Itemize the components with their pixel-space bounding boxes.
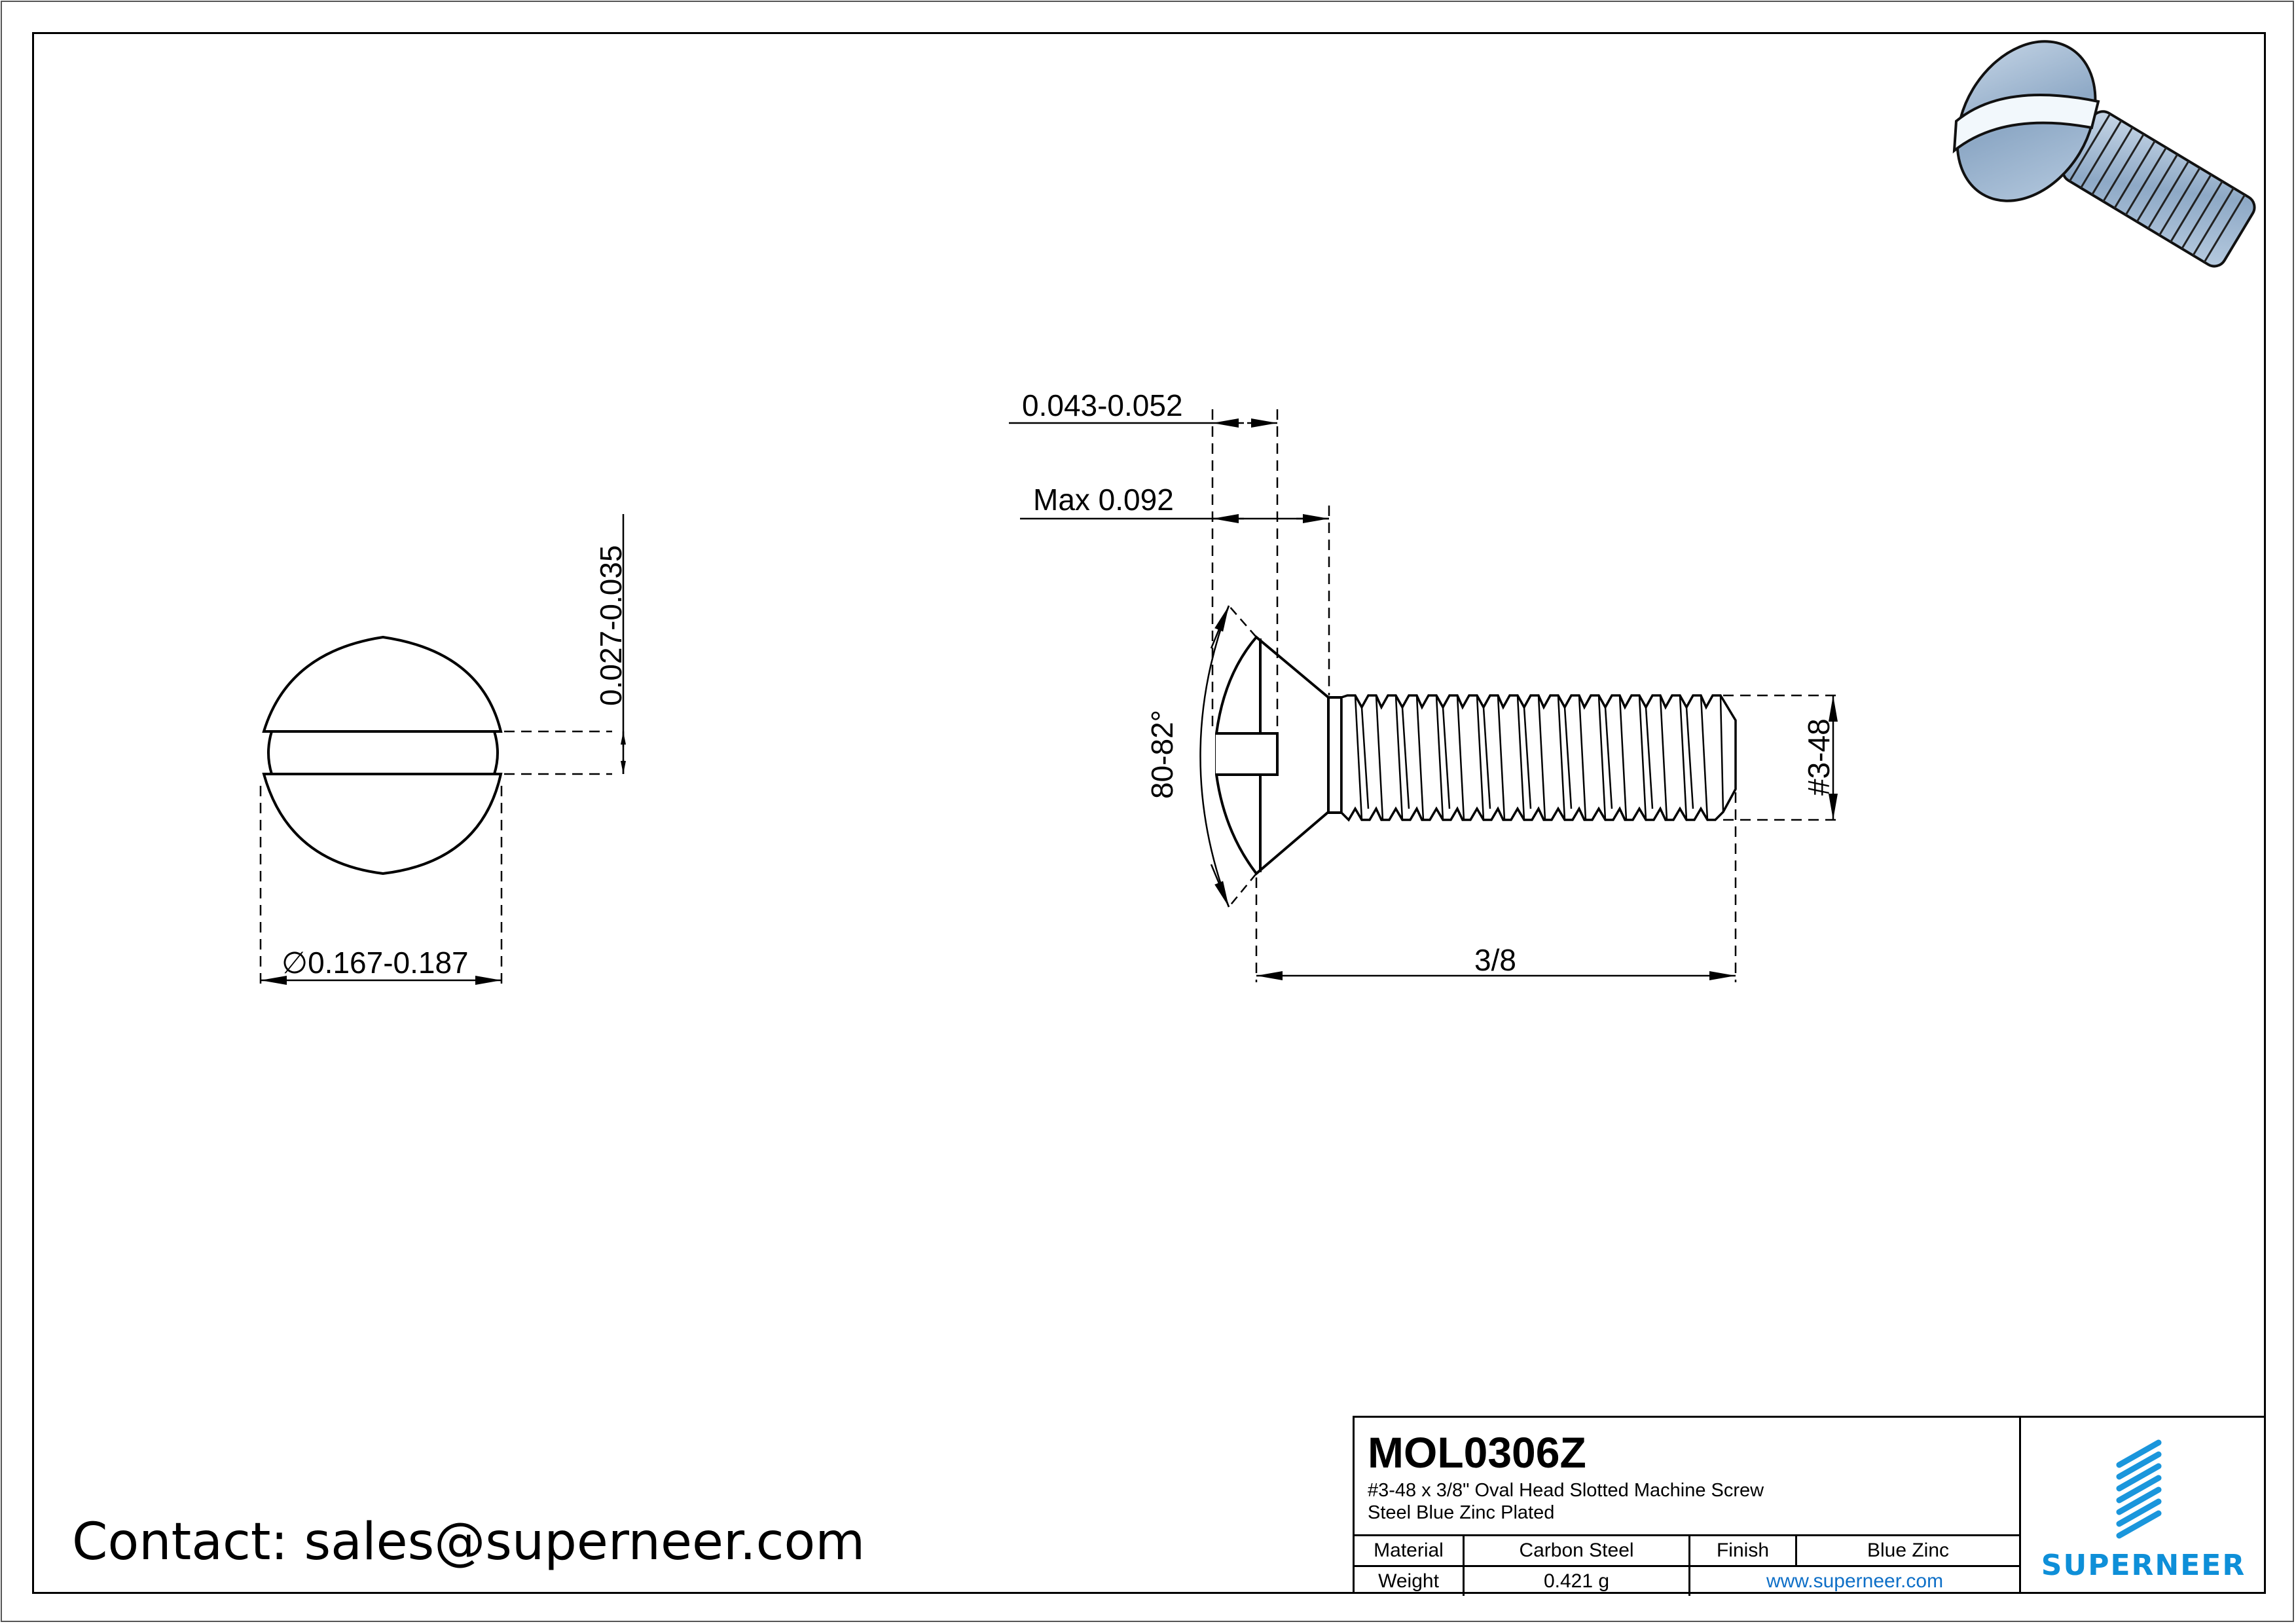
weight-label: Weight	[1355, 1565, 1465, 1596]
part-description: #3-48 x 3/8" Oval Head Slotted Machine S…	[1368, 1479, 1764, 1524]
thread-size-label: #3-48	[1802, 718, 1836, 796]
side-view	[1215, 635, 1343, 876]
website-link[interactable]: www.superneer.com	[1689, 1565, 2019, 1596]
title-block-info: MOL0306Z #3-48 x 3/8" Oval Head Slotted …	[1355, 1418, 2021, 1596]
finish-label: Finish	[1689, 1534, 1797, 1566]
material-label: Material	[1355, 1534, 1465, 1566]
part-number: MOL0306Z	[1368, 1428, 1586, 1477]
head-diameter-value: 0.167-0.187	[308, 946, 469, 980]
drawing-frame	[32, 32, 2266, 1594]
slot-depth-label: 0.043-0.052	[1022, 388, 1183, 422]
head-angle-label: 80-82°	[1145, 709, 1179, 799]
slot-width-label: 0.027-0.035	[594, 545, 628, 706]
top-view	[262, 635, 503, 876]
head-diameter-dimension	[259, 786, 503, 986]
slot-width-dimension	[504, 514, 626, 775]
material-value: Carbon Steel	[1463, 1534, 1690, 1566]
spec-table: Material Carbon Steel Finish Blue Zinc W…	[1355, 1534, 2019, 1596]
head-height-label: Max 0.092	[1033, 483, 1174, 517]
weight-value: 0.421 g	[1463, 1565, 1690, 1596]
spec-row-weight: Weight 0.421 g www.superneer.com	[1355, 1565, 2019, 1596]
brand-logo: SUPERNEER	[2021, 1418, 2266, 1592]
striped-s-logo-icon	[2116, 1439, 2162, 1539]
description-line-2: Steel Blue Zinc Plated	[1368, 1502, 1555, 1523]
screw-3d-render	[1952, 40, 2256, 268]
description-line-1: #3-48 x 3/8" Oval Head Slotted Machine S…	[1368, 1480, 1764, 1501]
diameter-symbol-icon: ∅	[282, 946, 308, 980]
title-block: MOL0306Z #3-48 x 3/8" Oval Head Slotted …	[1353, 1416, 2266, 1596]
thread-body	[1340, 694, 1737, 822]
side-view-dimensions	[1009, 409, 1840, 982]
length-label: 3/8	[1474, 943, 1516, 977]
brand-name: SUPERNEER	[2041, 1549, 2246, 1582]
head-diameter-label: ∅0.167-0.187	[282, 948, 469, 978]
finish-value: Blue Zinc	[1796, 1534, 2019, 1566]
spec-row-material-finish: Material Carbon Steel Finish Blue Zinc	[1355, 1534, 2019, 1566]
contact-email[interactable]: Contact: sales@superneer.com	[72, 1513, 866, 1572]
